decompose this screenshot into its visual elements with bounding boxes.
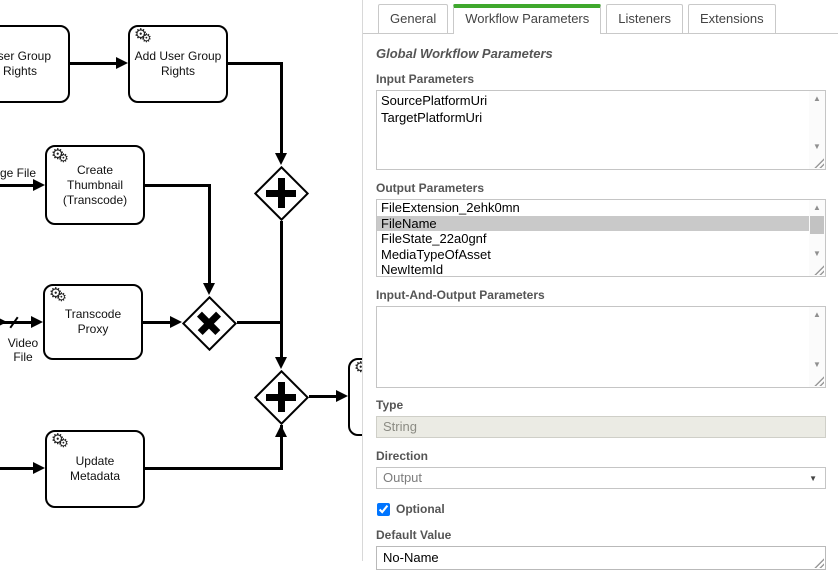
flow-arrowhead (33, 462, 45, 474)
scrollbar[interactable]: ▲ ▼ (809, 91, 825, 169)
flow-arrowhead (170, 316, 182, 328)
service-task-gear-icon: ⚙⚙ (49, 284, 67, 304)
plus-icon (253, 165, 309, 221)
flow-arrowhead (275, 425, 287, 437)
task-label: Transcode Proxy (64, 307, 122, 336)
flow-arrowhead (203, 283, 215, 295)
sequence-flow[interactable] (280, 425, 283, 469)
type-input: String (376, 416, 826, 438)
scrollbar[interactable]: ▲ ▼ (809, 307, 825, 387)
flow-arrowhead (336, 390, 348, 402)
list-item[interactable]: FileState_22a0gnf (381, 231, 487, 246)
type-value: String (383, 419, 417, 434)
direction-value: Output (383, 470, 423, 485)
optional-checkbox[interactable] (377, 502, 390, 516)
optional-row: Optional (377, 502, 825, 516)
sequence-flow[interactable] (228, 62, 283, 65)
chevron-down-icon: ▼ (809, 474, 817, 483)
type-label: Type (376, 398, 404, 412)
input-and-output-parameters-textarea[interactable]: ▲ ▼ (376, 306, 826, 388)
input-parameters-textarea[interactable]: SourcePlatformUri TargetPlatformUri ▲ ▼ (376, 90, 826, 170)
input-parameters-label: Input Parameters (376, 72, 475, 86)
list-item[interactable]: NewItemId (381, 262, 444, 277)
edge-label-image-file: ge File (0, 166, 37, 180)
list-item[interactable]: FileExtension_2ehk0mn (381, 200, 520, 215)
tab-bar: General Workflow Parameters Listeners Ex… (363, 0, 838, 34)
flow-arrowhead (33, 179, 45, 191)
scrollbar[interactable]: ▲ ▼ (809, 200, 825, 276)
scroll-down-icon[interactable]: ▼ (813, 142, 821, 151)
default-value-label: Default Value (376, 528, 452, 542)
default-value-text: No-Name (383, 550, 439, 565)
flow-arrowhead (275, 357, 287, 369)
plus-icon (253, 369, 309, 425)
resize-grip-icon[interactable] (813, 375, 824, 386)
tab-workflow-parameters[interactable]: Workflow Parameters (453, 4, 602, 34)
tab-general[interactable]: General (378, 4, 449, 33)
sequence-flow[interactable] (145, 184, 211, 187)
scroll-down-icon[interactable]: ▼ (813, 360, 821, 369)
service-task-gear-icon: ⚙⚙ (51, 430, 69, 450)
scroll-up-icon[interactable]: ▲ (813, 94, 821, 103)
input-and-output-parameters-value (377, 307, 825, 309)
panel-heading: Global Workflow Parameters (376, 46, 553, 61)
scroll-up-icon[interactable]: ▲ (813, 310, 821, 319)
sequence-flow[interactable] (309, 395, 339, 398)
task-label: Update Metadata (69, 454, 121, 483)
tab-listeners[interactable]: Listeners (606, 4, 684, 33)
sequence-flow[interactable] (145, 467, 283, 470)
service-task-gear-icon: ⚙⚙ (134, 25, 152, 45)
optional-label: Optional (396, 502, 445, 516)
sequence-flow[interactable] (143, 321, 173, 324)
parallel-gateway-bottom[interactable] (253, 369, 309, 425)
task-update-metadata[interactable]: ⚙⚙ Update Metadata (45, 430, 145, 508)
input-parameters-value: SourcePlatformUri TargetPlatformUri (381, 93, 488, 125)
sequence-flow[interactable] (208, 184, 211, 284)
sequence-flow[interactable] (0, 184, 35, 187)
flow-arrowhead (31, 316, 43, 328)
default-value-input[interactable]: No-Name (376, 546, 826, 570)
bpmn-diagram-canvas[interactable]: ge File Video File User Group Rights ⚙⚙ … (0, 0, 396, 561)
sequence-flow[interactable] (70, 62, 118, 65)
flow-arrowhead (116, 57, 128, 69)
panel-content: Global Workflow Parameters Input Paramet… (363, 34, 838, 570)
resize-grip-icon[interactable] (813, 157, 824, 168)
scrollbar-thumb[interactable] (810, 216, 824, 234)
task-user-group-rights[interactable]: User Group Rights (0, 25, 70, 103)
tab-extensions[interactable]: Extensions (688, 4, 776, 33)
sequence-flow[interactable] (237, 321, 283, 324)
edge-label-video-file: Video File (7, 336, 39, 364)
direction-label: Direction (376, 449, 429, 463)
sequence-flow[interactable] (280, 221, 283, 358)
task-transcode-proxy[interactable]: ⚙⚙ Transcode Proxy (43, 284, 143, 360)
task-add-user-group-rights[interactable]: ⚙⚙ Add User Group Rights (128, 25, 228, 103)
output-parameters-label: Output Parameters (376, 181, 485, 195)
resize-grip-icon[interactable] (813, 264, 824, 275)
direction-select[interactable]: Output ▼ (376, 467, 826, 489)
parallel-gateway-top[interactable] (253, 165, 309, 221)
sequence-flow[interactable] (0, 467, 35, 470)
flow-arrowhead (275, 153, 287, 165)
task-label: User Group Rights (0, 49, 52, 78)
task-create-thumbnail[interactable]: ⚙⚙ Create Thumbnail (Transcode) (45, 145, 145, 225)
resize-grip-icon[interactable] (813, 557, 824, 568)
output-parameters-listbox[interactable]: FileExtension_2ehk0mn FileName FileState… (376, 199, 826, 277)
sequence-flow[interactable] (0, 321, 33, 324)
exclusive-gateway[interactable] (181, 295, 237, 351)
task-label: Add User Group Rights (134, 49, 222, 78)
flow-arrowhead (0, 316, 7, 328)
properties-panel: General Workflow Parameters Listeners Ex… (362, 0, 838, 570)
input-and-output-parameters-label: Input-And-Output Parameters (376, 288, 545, 302)
list-item[interactable]: MediaTypeOfAsset (381, 246, 491, 262)
list-item-selected[interactable]: FileName (377, 215, 809, 231)
scroll-up-icon[interactable]: ▲ (813, 203, 821, 212)
task-label: Create Thumbnail (Transcode) (62, 162, 128, 207)
sequence-flow[interactable] (280, 62, 283, 157)
scroll-down-icon[interactable]: ▼ (813, 249, 821, 258)
x-icon (169, 283, 248, 362)
